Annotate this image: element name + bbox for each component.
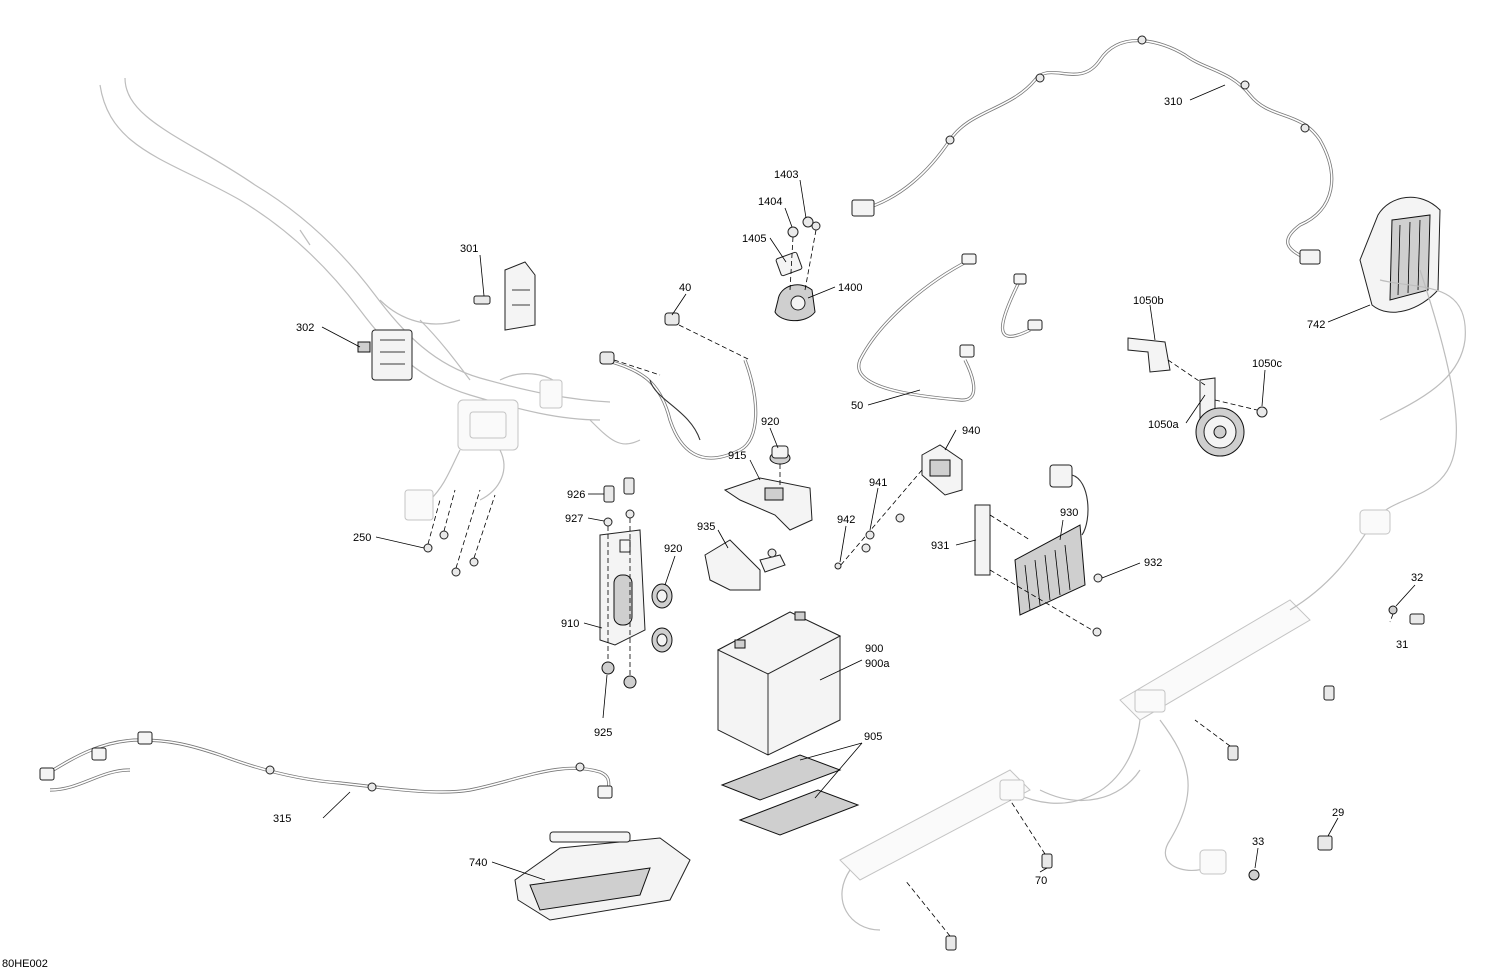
callout-50: 50: [851, 400, 863, 412]
callout-742: 742: [1307, 319, 1325, 331]
harness-40: [599, 312, 758, 460]
cover-935: [704, 539, 786, 591]
light-740: [514, 831, 691, 921]
screws-250: [423, 489, 496, 577]
callout-930: 930: [1060, 507, 1078, 519]
callout-920-top: 920: [761, 416, 779, 428]
callout-301: 301: [460, 243, 478, 255]
callout-940: 940: [962, 425, 980, 437]
ghost-main-harness: [99, 77, 641, 521]
relay-940: [834, 444, 963, 570]
callout-910: 910: [561, 618, 579, 630]
callout-942: 942: [837, 514, 855, 526]
callout-40: 40: [679, 282, 691, 294]
leader-lines: [321, 84, 1416, 881]
callout-935: 935: [697, 521, 715, 533]
callout-1050a: 1050a: [1148, 419, 1179, 431]
callout-905: 905: [864, 731, 882, 743]
callout-941: 941: [869, 477, 887, 489]
callout-1404: 1404: [758, 196, 782, 208]
callout-931: 931: [931, 540, 949, 552]
callout-32: 32: [1411, 572, 1423, 584]
callout-250: 250: [353, 532, 371, 544]
battery-900: [716, 611, 842, 756]
callout-315: 315: [273, 813, 291, 825]
callout-920-side: 920: [664, 543, 682, 555]
callout-33: 33: [1252, 836, 1264, 848]
callout-926: 926: [567, 489, 585, 501]
regulator-930: [974, 464, 1103, 637]
light-742: [1359, 196, 1441, 313]
callout-1050b: 1050b: [1133, 295, 1164, 307]
callout-900: 900: [865, 643, 883, 655]
callout-915: 915: [728, 450, 746, 462]
callout-932: 932: [1144, 557, 1162, 569]
harness-315: [39, 731, 613, 799]
callout-29: 29: [1332, 807, 1344, 819]
connector-block-302: [357, 329, 413, 381]
horn-1050: [1127, 337, 1268, 457]
callout-1403: 1403: [774, 169, 798, 181]
callout-927: 927: [565, 513, 583, 525]
sensor-1400: [774, 216, 821, 322]
bracket-301: [473, 261, 536, 331]
callout-1405: 1405: [742, 233, 766, 245]
callout-31: 31: [1396, 639, 1408, 651]
callout-740: 740: [469, 857, 487, 869]
fasteners-lower-right: [904, 605, 1425, 951]
callout-302: 302: [296, 322, 314, 334]
callout-1400: 1400: [838, 282, 862, 294]
callout-70: 70: [1035, 875, 1047, 887]
callout-1050c: 1050c: [1252, 358, 1282, 370]
callout-310: 310: [1164, 96, 1182, 108]
diagram-code: 80HE002: [2, 958, 48, 970]
cable-50: [857, 253, 1043, 402]
callout-labels: 301 302 250 40 1403 1404 1405 1400 310 7…: [2, 96, 1423, 970]
bracket-910: [599, 477, 646, 689]
callout-925: 925: [594, 727, 612, 739]
callout-900a: 900a: [865, 658, 890, 670]
bracket-915: [723, 445, 813, 531]
pads-905: [720, 754, 860, 836]
ghost-frame-harness: [839, 269, 1466, 931]
grommets-920: [651, 583, 673, 653]
harness-310: [851, 35, 1334, 265]
